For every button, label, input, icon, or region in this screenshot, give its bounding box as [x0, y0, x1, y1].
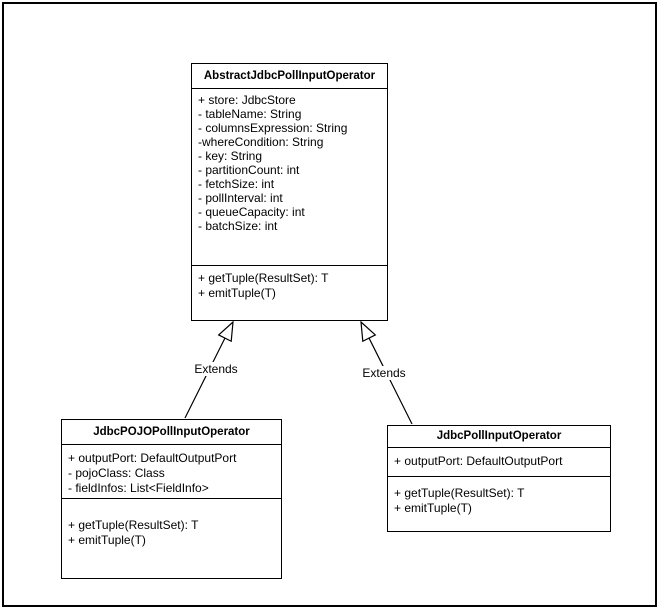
member-line: + getTuple(ResultSet): T: [394, 486, 525, 500]
class-title: AbstractJdbcPollInputOperator: [192, 64, 387, 89]
methods-compartment: + getTuple(ResultSet): T+ emitTuple(T): [192, 266, 387, 320]
member-line: - fieldInfos: List<FieldInfo>: [68, 481, 209, 495]
diagram-border: [2, 2, 657, 607]
member-line: - pojoClass: Class: [68, 466, 165, 480]
member-line: + outputPort: DefaultOutputPort: [68, 451, 237, 465]
extends-label-left: Extends: [186, 362, 246, 376]
member-line: - pollInterval: int: [198, 191, 283, 205]
member-line: -whereCondition: String: [198, 135, 324, 149]
member-line: + getTuple(ResultSet): T: [68, 518, 199, 532]
member-line: - batchSize: int: [198, 219, 278, 233]
attributes-compartment: + outputPort: DefaultOutputPort- pojoCla…: [62, 445, 281, 499]
class-box-jdbc-pojo-poll-input-operator: JdbcPOJOPollInputOperator + outputPort: …: [61, 419, 282, 579]
member-line: + emitTuple(T): [68, 533, 146, 547]
class-box-abstract-jdbc-poll-input-operator: AbstractJdbcPollInputOperator + store: J…: [191, 63, 388, 321]
methods-compartment: + getTuple(ResultSet): T+ emitTuple(T): [388, 477, 610, 531]
member-line: - queueCapacity: int: [198, 205, 305, 219]
member-line: + store: JdbcStore: [198, 93, 296, 107]
methods-compartment: + getTuple(ResultSet): T+ emitTuple(T): [62, 499, 281, 578]
extends-label-right: Extends: [354, 366, 414, 380]
attributes-compartment: + store: JdbcStore- tableName: String- c…: [192, 89, 387, 266]
member-line: + getTuple(ResultSet): T: [198, 271, 329, 285]
attributes-compartment: + outputPort: DefaultOutputPort: [388, 448, 610, 477]
member-line: - columnsExpression: String: [198, 121, 348, 135]
member-line: + emitTuple(T): [394, 501, 472, 515]
member-line: - tableName: String: [198, 107, 302, 121]
member-line: - key: String: [198, 149, 263, 163]
member-line: - fetchSize: int: [198, 177, 275, 191]
class-title: JdbcPOJOPollInputOperator: [62, 420, 281, 445]
class-title: JdbcPollInputOperator: [388, 426, 610, 448]
member-line: + emitTuple(T): [198, 286, 276, 300]
class-box-jdbc-poll-input-operator: JdbcPollInputOperator + outputPort: Defa…: [387, 425, 611, 532]
member-line: + outputPort: DefaultOutputPort: [394, 454, 563, 468]
member-line: - partitionCount: int: [198, 163, 300, 177]
